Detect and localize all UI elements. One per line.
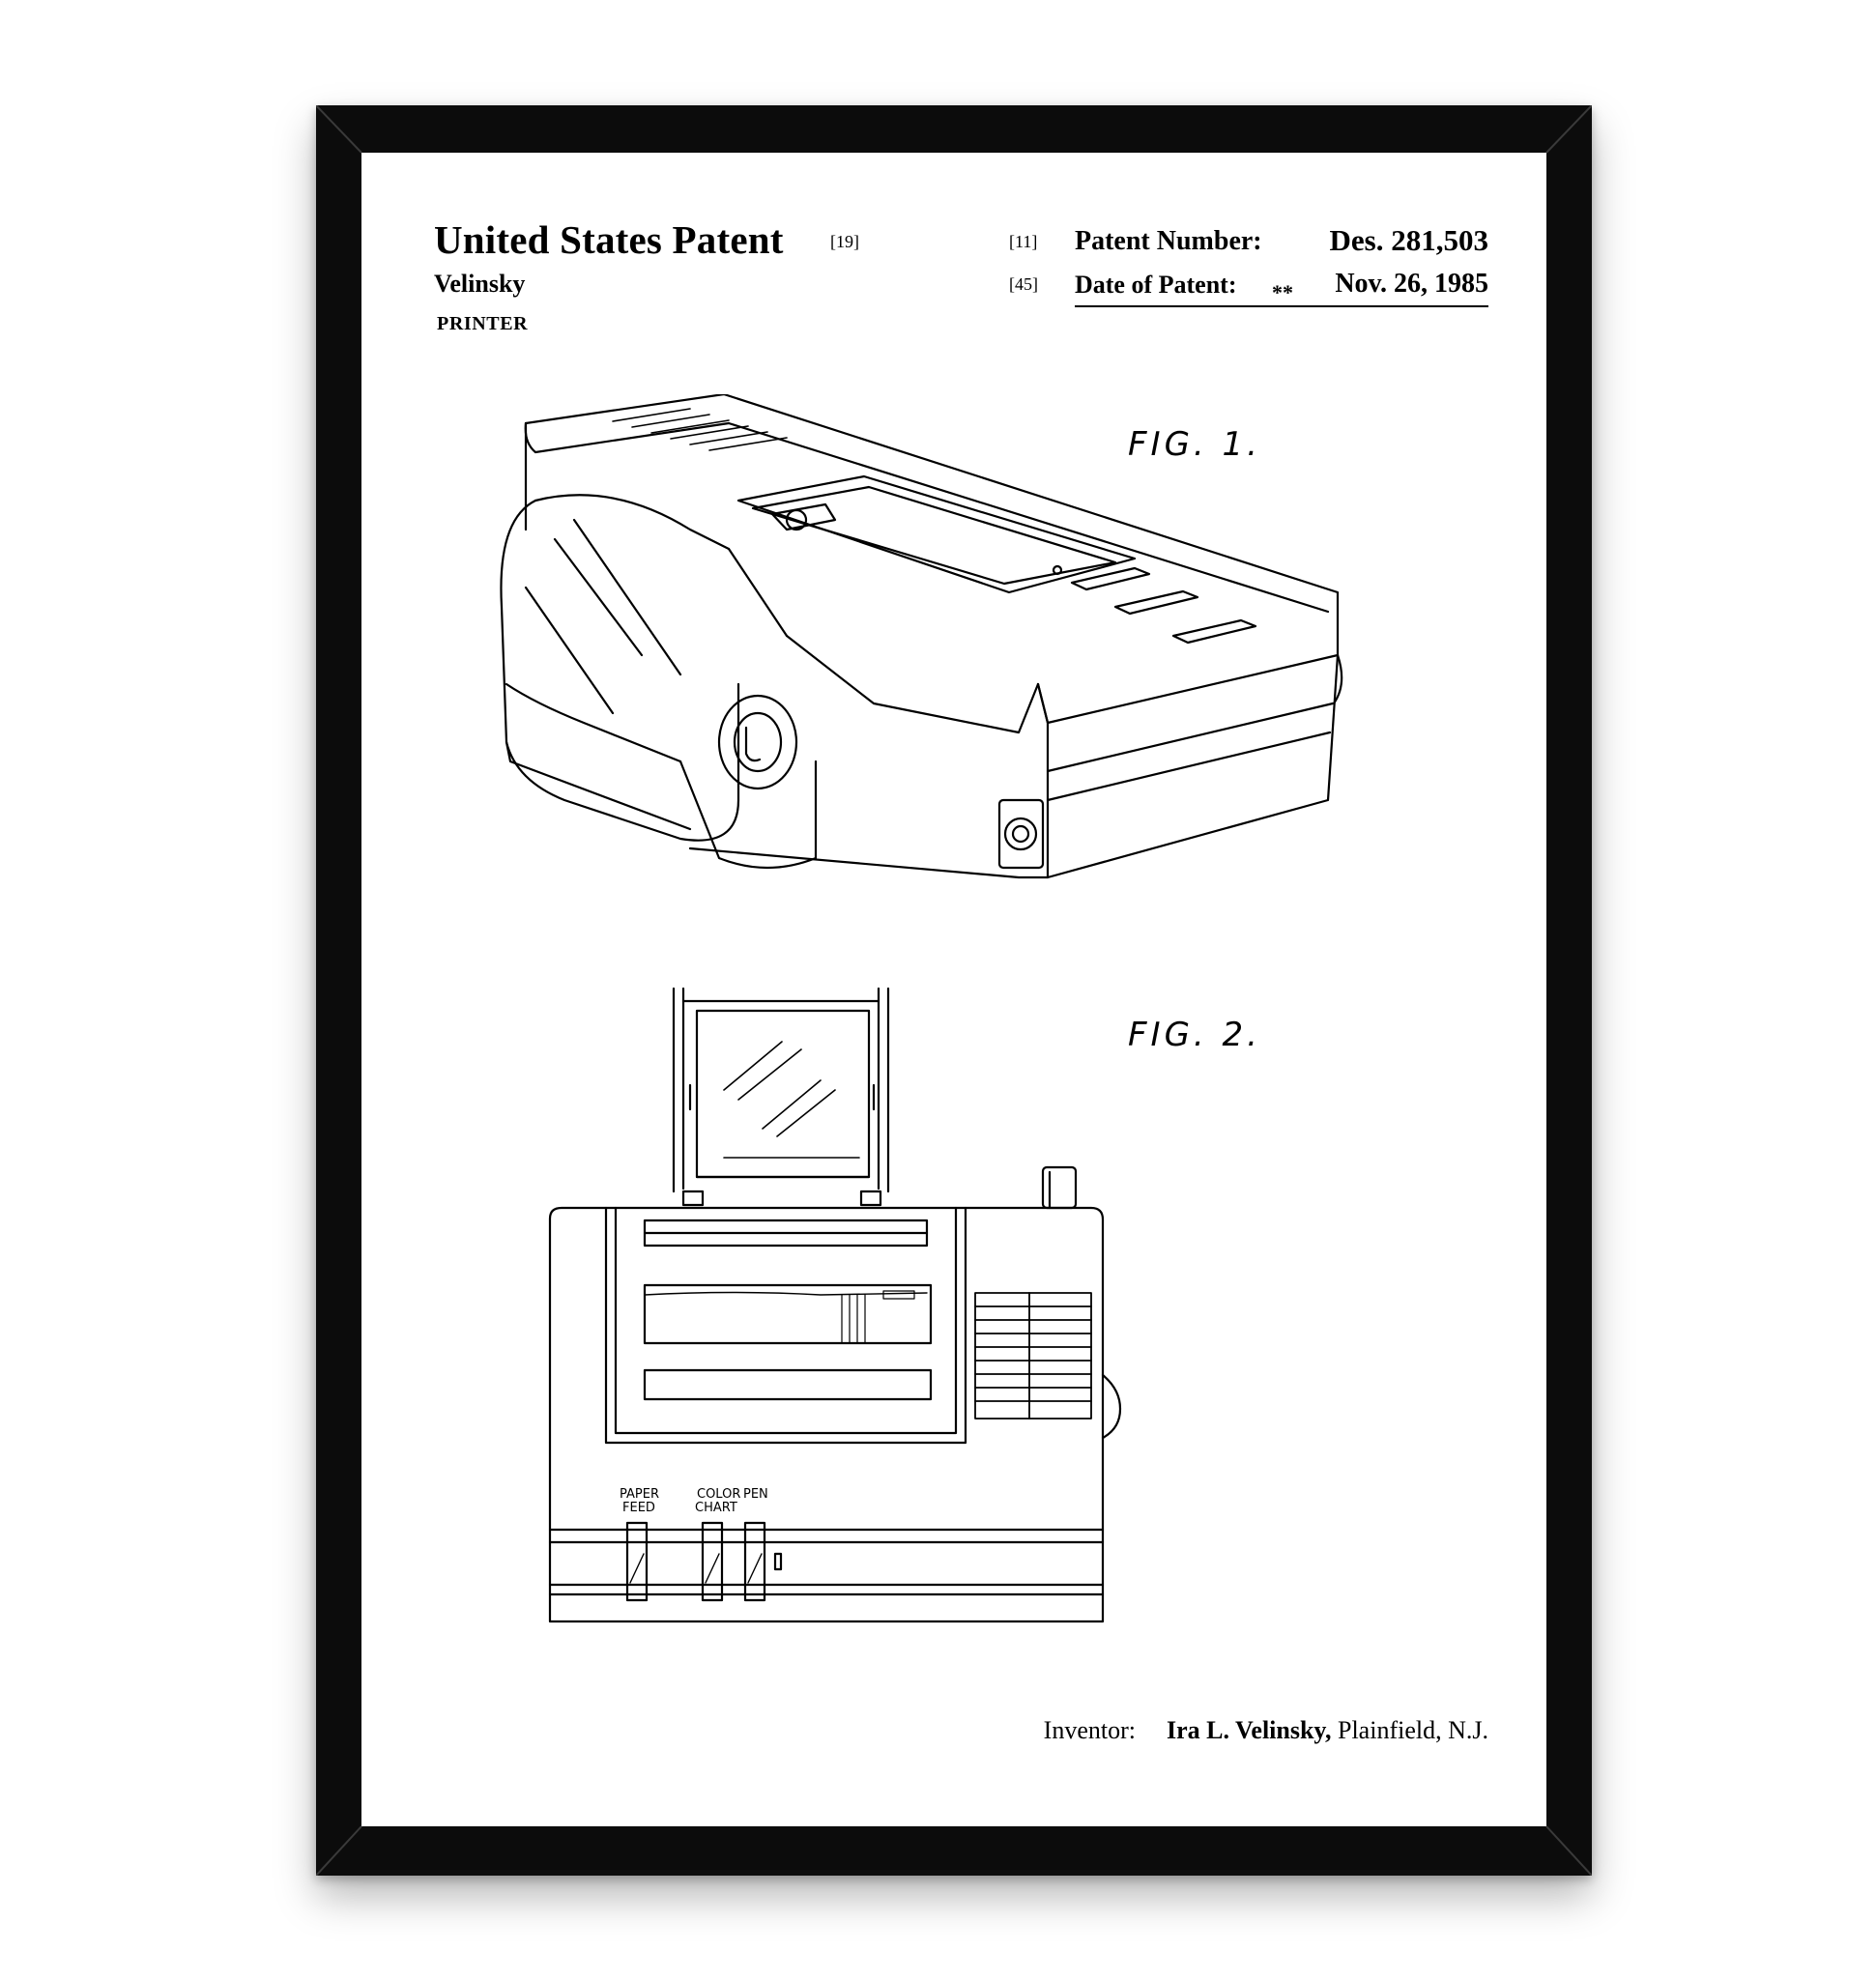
patent-number-label: Patent Number: xyxy=(1075,226,1262,257)
fig2-printer-drawing: PAPER FEED COLOR CHART PEN xyxy=(540,984,1294,1641)
date-value: Nov. 26, 1985 xyxy=(1335,269,1488,300)
heading-ref: [19] xyxy=(830,232,859,252)
inventor-location: Plainfield, N.J. xyxy=(1338,1716,1488,1744)
date-mark: ** xyxy=(1272,280,1293,305)
header-rule xyxy=(1075,305,1488,307)
patent-heading: United States Patent xyxy=(434,216,784,263)
label-feed: FEED xyxy=(622,1501,655,1515)
fig1-printer-drawing xyxy=(497,394,1347,945)
date-ref: [45] xyxy=(1009,274,1038,295)
inventor-label: Inventor: xyxy=(1044,1716,1136,1744)
inventor-surname: Velinsky xyxy=(434,270,525,299)
label-chart: CHART xyxy=(695,1501,737,1515)
label-pen: PEN xyxy=(743,1487,768,1502)
number-ref: [11] xyxy=(1009,232,1037,252)
patent-title: PRINTER xyxy=(437,313,528,335)
label-color: COLOR xyxy=(697,1487,740,1502)
inventor-name: Ira L. Velinsky, xyxy=(1167,1716,1332,1744)
inventor-line: Inventor: Ira L. Velinsky, Plainfield, N.… xyxy=(1044,1716,1488,1745)
date-label: Date of Patent: xyxy=(1075,271,1237,300)
patent-number-value: Des. 281,503 xyxy=(1330,223,1488,258)
poster-mat: United States Patent [19] [11] Patent Nu… xyxy=(361,153,1546,1826)
label-paper: PAPER xyxy=(620,1487,659,1502)
